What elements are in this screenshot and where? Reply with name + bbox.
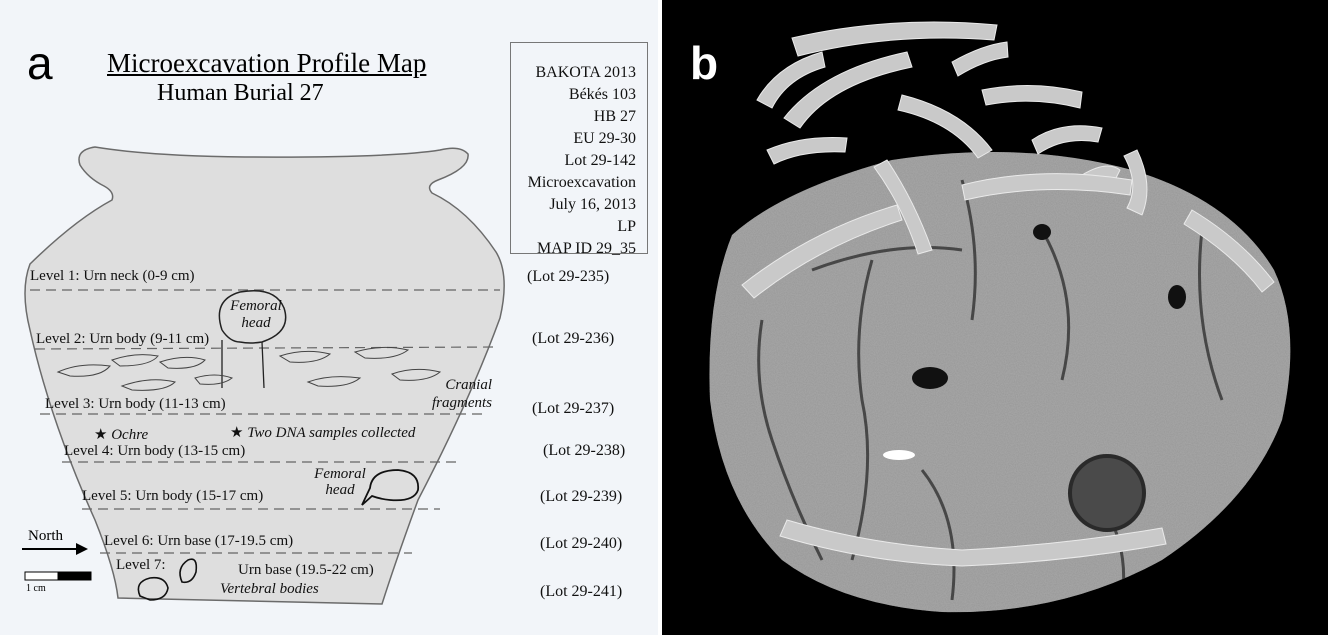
dna-label: Two DNA samples collected xyxy=(247,425,415,441)
metadata-line: LP xyxy=(510,216,636,238)
ochre-annotation: ★ Ochre xyxy=(94,425,148,444)
metadata-line: MAP ID 29_35 xyxy=(510,238,636,260)
scale-bar-label: 1 cm xyxy=(26,583,46,594)
ct-scan-image xyxy=(662,0,1328,635)
ct-dark-spot xyxy=(912,367,948,389)
north-label: North xyxy=(28,528,63,545)
lot-6-label: (Lot 29-240) xyxy=(540,535,622,553)
cranial-fragments-label: Cranial fragments xyxy=(432,376,492,412)
ct-dark-spot xyxy=(1168,285,1186,309)
metadata-line: Békés 103 xyxy=(510,84,636,106)
metadata-list: BAKOTA 2013 Békés 103 HB 27 EU 29-30 Lot… xyxy=(510,62,636,260)
lot-2-label: (Lot 29-236) xyxy=(532,330,614,348)
lot-5-label: (Lot 29-239) xyxy=(540,488,622,506)
level-5-label: Level 5: Urn body (15-17 cm) xyxy=(82,488,263,505)
metadata-line: BAKOTA 2013 xyxy=(510,62,636,84)
panel-letter-a: a xyxy=(27,40,53,86)
femoral-head-1-label: Femoral head xyxy=(228,298,284,332)
ct-dark-spot xyxy=(1033,224,1051,240)
star-icon: ★ xyxy=(230,425,243,441)
metadata-line: July 16, 2013 xyxy=(510,194,636,216)
ct-coin-object xyxy=(1070,456,1144,530)
lot-4-label: (Lot 29-238) xyxy=(543,442,625,460)
lot-1-label: (Lot 29-235) xyxy=(527,268,609,286)
level-1-label: Level 1: Urn neck (0-9 cm) xyxy=(30,268,195,285)
level-6-label: Level 6: Urn base (17-19.5 cm) xyxy=(104,533,293,550)
metadata-line: EU 29-30 xyxy=(510,128,636,150)
panel-a-profile-map: a Microexcavation Profile Map Human Buri… xyxy=(0,0,658,635)
level-7-label: Level 7: xyxy=(116,557,166,574)
level-2-label: Level 2: Urn body (9-11 cm) xyxy=(36,331,209,348)
metadata-line: HB 27 xyxy=(510,106,636,128)
metadata-line: Microexcavation xyxy=(510,172,636,194)
star-icon: ★ xyxy=(94,427,107,443)
vertebral-bodies-label: Vertebral bodies xyxy=(220,581,319,598)
level-3-label: Level 3: Urn body (11-13 cm) xyxy=(45,396,226,413)
ochre-label: Ochre xyxy=(111,427,148,443)
level-7-extra-label: Urn base (19.5-22 cm) xyxy=(238,562,374,579)
lot-3-label: (Lot 29-237) xyxy=(532,400,614,418)
panel-letter-b: b xyxy=(690,40,718,86)
scale-bar-white xyxy=(25,572,58,580)
dna-annotation: ★ Two DNA samples collected xyxy=(230,423,415,442)
lot-7-label: (Lot 29-241) xyxy=(540,583,622,601)
level-4-label: Level 4: Urn body (13-15 cm) xyxy=(64,443,245,460)
page-title: Microexcavation Profile Map xyxy=(107,48,426,79)
panel-b-ct-scan: b xyxy=(662,0,1328,635)
metadata-line: Lot 29-142 xyxy=(510,150,636,172)
scale-bar-black xyxy=(58,572,91,580)
page-subtitle: Human Burial 27 xyxy=(157,80,324,107)
femoral-head-2-label: Femoral head xyxy=(310,466,370,498)
